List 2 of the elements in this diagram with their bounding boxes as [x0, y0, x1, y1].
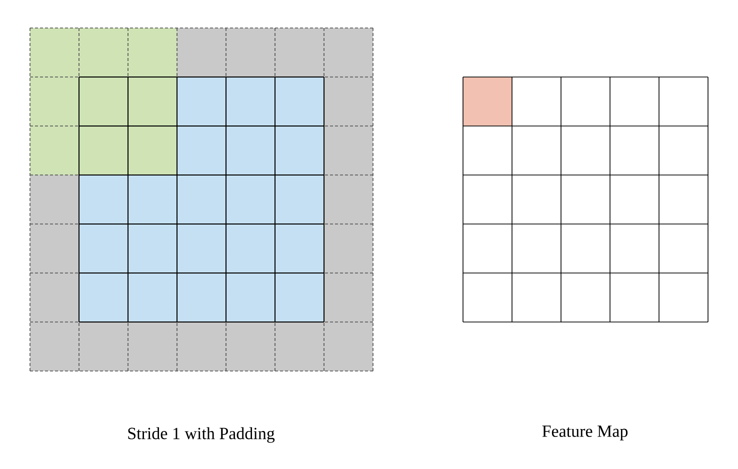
caption: Stride 1 with Padding	[128, 427, 275, 443]
caption: Feature Map	[542, 426, 628, 440]
